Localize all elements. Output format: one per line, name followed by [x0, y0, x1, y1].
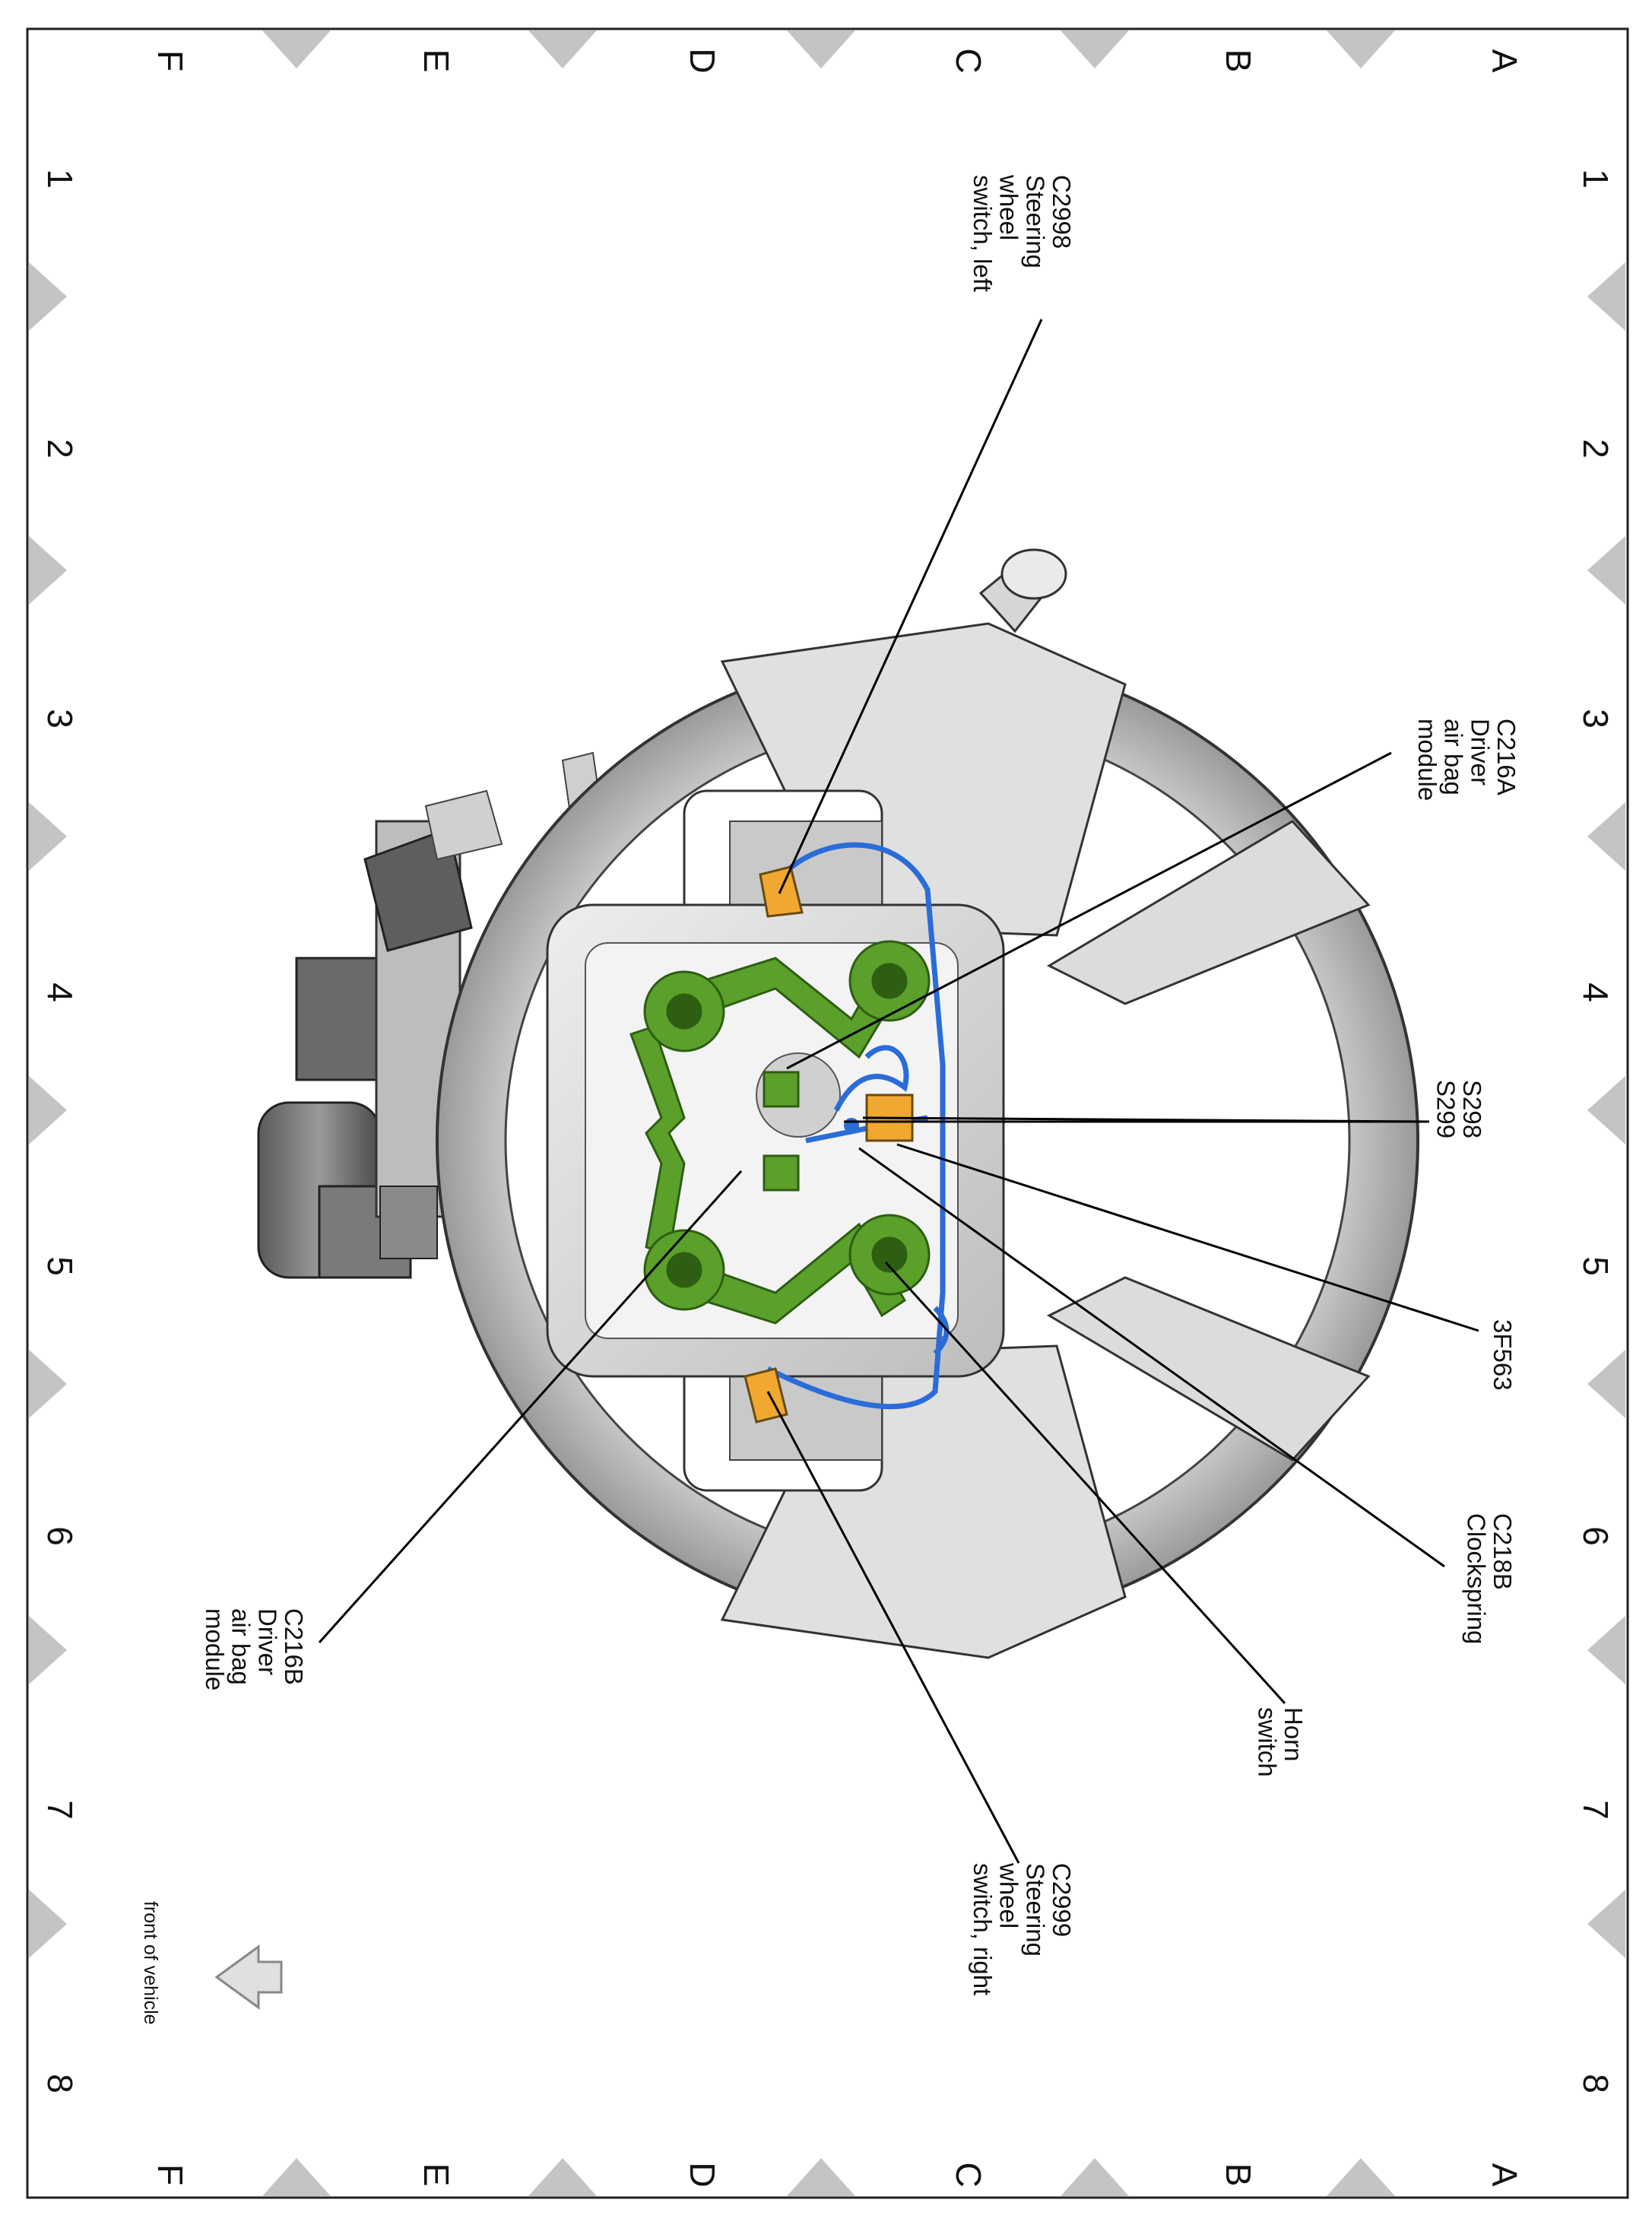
connector-c216b — [763, 1154, 800, 1192]
grid-label: 6 — [1576, 1526, 1616, 1546]
callout-line: S299 — [1432, 1080, 1460, 1138]
grid-label: 4 — [40, 982, 80, 1002]
callout-line: Driver — [253, 1608, 281, 1675]
left-marker — [29, 802, 67, 871]
callout-line: 3F563 — [1489, 1319, 1517, 1391]
leader-lines — [318, 319, 1479, 1864]
callout-c2999: C2999Steeringwheelswitch, right — [969, 1862, 1076, 1995]
top-marker — [1327, 30, 1395, 68]
callout-line: Horn — [1279, 1707, 1308, 1762]
grid-label: 8 — [40, 2074, 80, 2093]
grid-label: B — [1219, 49, 1258, 73]
callout-line: S298 — [1458, 1080, 1486, 1138]
grid-label: 2 — [1576, 439, 1616, 459]
grid-markers — [29, 30, 1625, 2196]
diagram-border — [26, 27, 1629, 2199]
grid-label: C — [949, 2162, 988, 2187]
callout-line: switch, right — [969, 1863, 997, 1995]
left-marker — [29, 262, 67, 331]
grid-label: 7 — [1576, 1800, 1616, 1820]
top-marker — [1061, 30, 1129, 68]
right-marker — [1587, 1350, 1625, 1418]
right-marker — [1587, 1076, 1625, 1144]
grid-label: 3 — [40, 709, 80, 728]
callout-line: wheel — [995, 174, 1023, 240]
grid-label: 7 — [40, 1800, 80, 1820]
callout-line: Steering — [1021, 1863, 1049, 1957]
callout-c216b: C216BDriverair bagmodule — [201, 1608, 308, 1690]
grid-label: 1 — [40, 169, 80, 189]
callout-line: wheel — [995, 1862, 1023, 1928]
callout-line: C216B — [280, 1608, 308, 1685]
grid-label: 3 — [1576, 709, 1616, 728]
callout-line: air bag — [227, 1608, 255, 1685]
steering-column — [257, 751, 602, 1279]
right-marker — [1587, 802, 1625, 871]
top-marker — [262, 30, 331, 68]
grid-label: D — [683, 48, 722, 73]
grid-label: A — [1485, 49, 1524, 73]
callout-line: C216A — [1492, 719, 1520, 795]
left-marker — [29, 1616, 67, 1684]
callout-line: C2999 — [1048, 1863, 1076, 1937]
callout-s298-s299: S298S299 — [1432, 1080, 1486, 1138]
grid-label: F — [151, 2164, 190, 2185]
grid-label: 6 — [40, 1526, 80, 1546]
front-of-vehicle — [214, 1944, 283, 2010]
left-marker — [29, 1350, 67, 1418]
grid-label: B — [1219, 2163, 1258, 2187]
left-marker — [29, 536, 67, 605]
callout-horn-switch: Hornswitch — [1253, 1707, 1308, 1777]
callout-c2998: C2998Steeringwheelswitch, left — [969, 174, 1076, 292]
front-of-vehicle-label: front of vehicle — [140, 1901, 161, 2025]
right-marker — [1587, 262, 1625, 331]
callouts: C2998Steeringwheelswitch, leftC216ADrive… — [140, 174, 1520, 2025]
grid-label: E — [417, 49, 456, 73]
grid-label: C — [949, 48, 988, 73]
callout-line: air bag — [1440, 719, 1468, 795]
turn-signal-stalk — [978, 548, 1067, 633]
left-marker — [29, 1076, 67, 1144]
callout-line: C218B — [1489, 1513, 1517, 1590]
grid-label: 2 — [40, 439, 80, 459]
front-arrow-icon — [214, 1944, 283, 2010]
top-marker — [528, 30, 597, 68]
callout-3f563: 3F563 — [1489, 1319, 1517, 1391]
grid-label: 8 — [1576, 2074, 1616, 2093]
bottom-marker — [1327, 2158, 1395, 2196]
callout-line: switch — [1253, 1707, 1281, 1777]
callout-line: module — [1413, 719, 1441, 801]
top-marker — [787, 30, 855, 68]
grid-labels: A A B B C C D D E E F F 1 1 2 2 3 3 4 4 5 5 6 6 7 7 8 8 — [40, 48, 1616, 2187]
right-marker — [1587, 1616, 1625, 1684]
grid-label: D — [683, 2162, 722, 2187]
grid-label: F — [151, 50, 190, 71]
callout-line: module — [201, 1608, 229, 1690]
splice-s298-s299 — [844, 1118, 859, 1133]
callout-line: Clockspring — [1462, 1513, 1490, 1644]
callout-line: switch, left — [969, 175, 997, 292]
callout-c218b: C218BClockspring — [1462, 1513, 1517, 1644]
grid-label: 4 — [1576, 982, 1616, 1002]
grid-label: 5 — [40, 1256, 80, 1276]
left-marker — [29, 1890, 67, 1958]
grid-label: 1 — [1576, 169, 1616, 189]
callout-line: Steering — [1021, 175, 1049, 268]
right-marker — [1587, 1890, 1625, 1958]
right-marker — [1587, 536, 1625, 605]
callout-c216a: C216ADriverair bagmodule — [1413, 719, 1520, 801]
grid-label: A — [1485, 2163, 1524, 2187]
callout-line: Driver — [1466, 719, 1494, 786]
bottom-marker — [262, 2158, 331, 2196]
connector-c216a — [763, 1071, 800, 1108]
horn-switch-bracket — [629, 940, 931, 1325]
bottom-marker — [1061, 2158, 1129, 2196]
bottom-marker — [528, 2158, 597, 2196]
grid-label: E — [417, 2163, 456, 2187]
bottom-marker — [787, 2158, 855, 2196]
grid-label: 5 — [1576, 1256, 1616, 1276]
callout-line: C2998 — [1048, 175, 1076, 249]
